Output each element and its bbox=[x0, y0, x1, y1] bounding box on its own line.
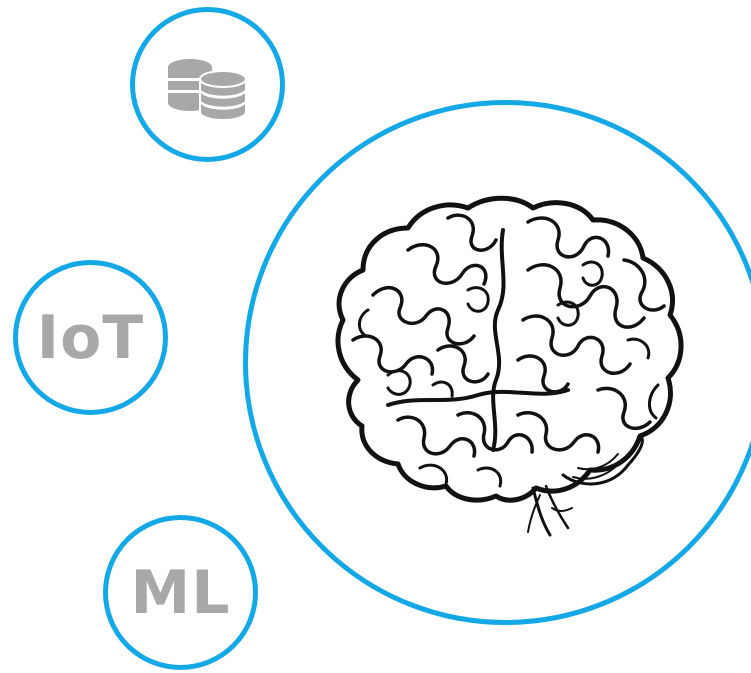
brain-icon bbox=[335, 195, 684, 537]
iot-label: IoT bbox=[36, 302, 145, 373]
database-coins-icon bbox=[168, 59, 247, 121]
ml-node: ML bbox=[103, 515, 258, 670]
brain-node bbox=[243, 100, 751, 625]
ml-label: ML bbox=[130, 557, 231, 628]
data-node bbox=[130, 7, 285, 162]
iot-node: IoT bbox=[13, 260, 168, 415]
